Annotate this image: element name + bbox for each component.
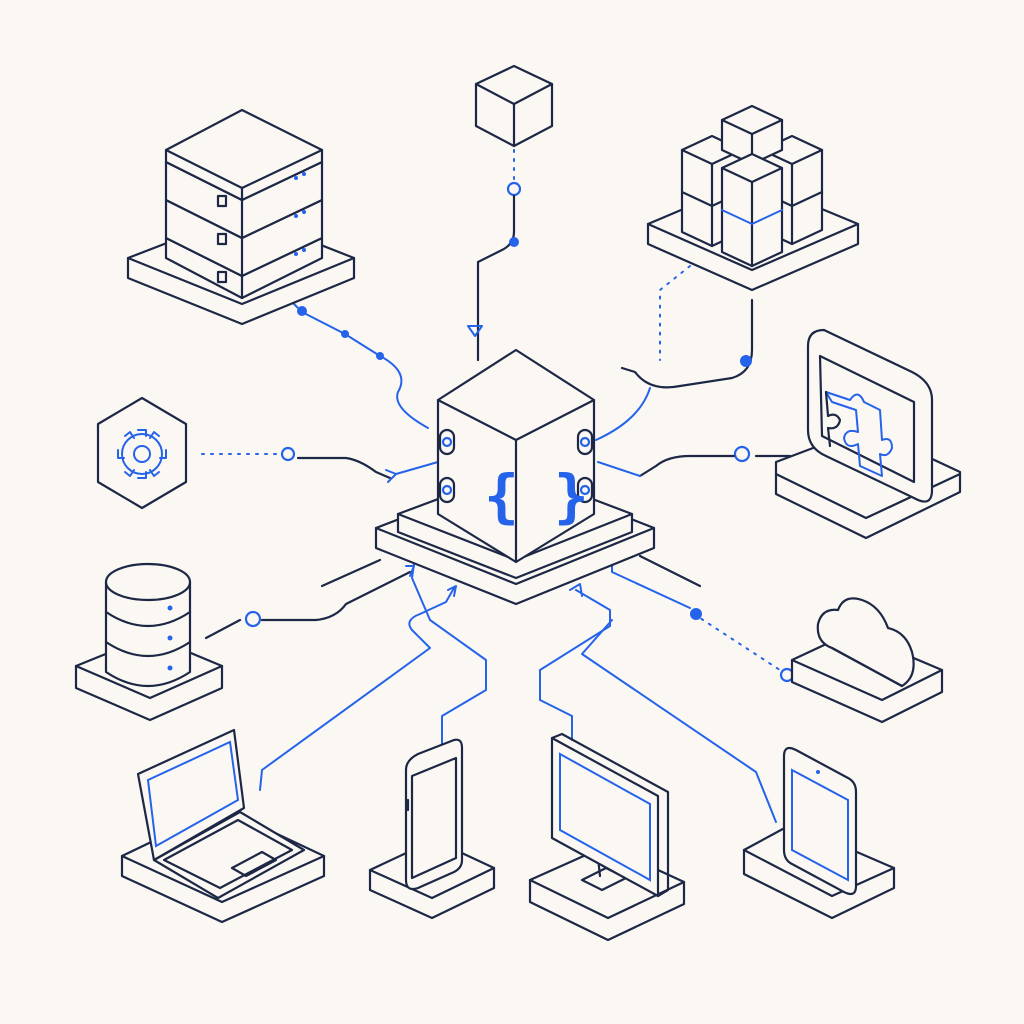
connector-cloud-dotted — [699, 617, 787, 675]
phone-node[interactable] — [368, 738, 496, 920]
integrations-node[interactable] — [774, 328, 962, 540]
tablet-icon — [782, 746, 858, 896]
connector-laptop — [259, 587, 455, 791]
laptop-node[interactable] — [120, 728, 326, 924]
microservices-node[interactable] — [646, 104, 860, 292]
desktop-node[interactable] — [528, 732, 686, 942]
connector-cluster-dotted — [659, 265, 691, 361]
container-cluster-icon — [680, 104, 824, 268]
connector-desktop — [539, 589, 611, 741]
monitor-icon — [550, 732, 670, 898]
cloud-node[interactable] — [790, 597, 944, 724]
connector-package — [476, 194, 516, 362]
database-node[interactable] — [74, 562, 224, 722]
connector-database — [260, 570, 412, 622]
hub-code-glyph: { } — [484, 462, 589, 530]
connectors — [201, 149, 795, 823]
connector-tablet — [581, 619, 777, 823]
server-rack-node[interactable] — [126, 108, 356, 326]
connector-puzzle — [638, 454, 736, 478]
database-icon — [104, 562, 192, 688]
connector-gear — [296, 456, 392, 480]
connector-cluster-blue — [595, 387, 651, 441]
arrow-package — [467, 325, 483, 337]
package-node[interactable] — [474, 64, 554, 148]
connector-server — [289, 299, 429, 429]
box-icon — [474, 64, 554, 148]
connector-phone — [411, 563, 487, 745]
cloud-icon — [816, 597, 915, 688]
connector-cluster — [620, 298, 754, 389]
server-stack-icon — [164, 108, 324, 300]
settings-node[interactable] — [96, 396, 188, 510]
laptop-icon — [136, 728, 306, 900]
api-hub[interactable]: { } — [374, 348, 656, 606]
tablet-node[interactable] — [742, 746, 896, 920]
puzzle-icon — [806, 328, 934, 503]
gear-icon — [117, 429, 167, 479]
smartphone-icon — [404, 738, 464, 891]
